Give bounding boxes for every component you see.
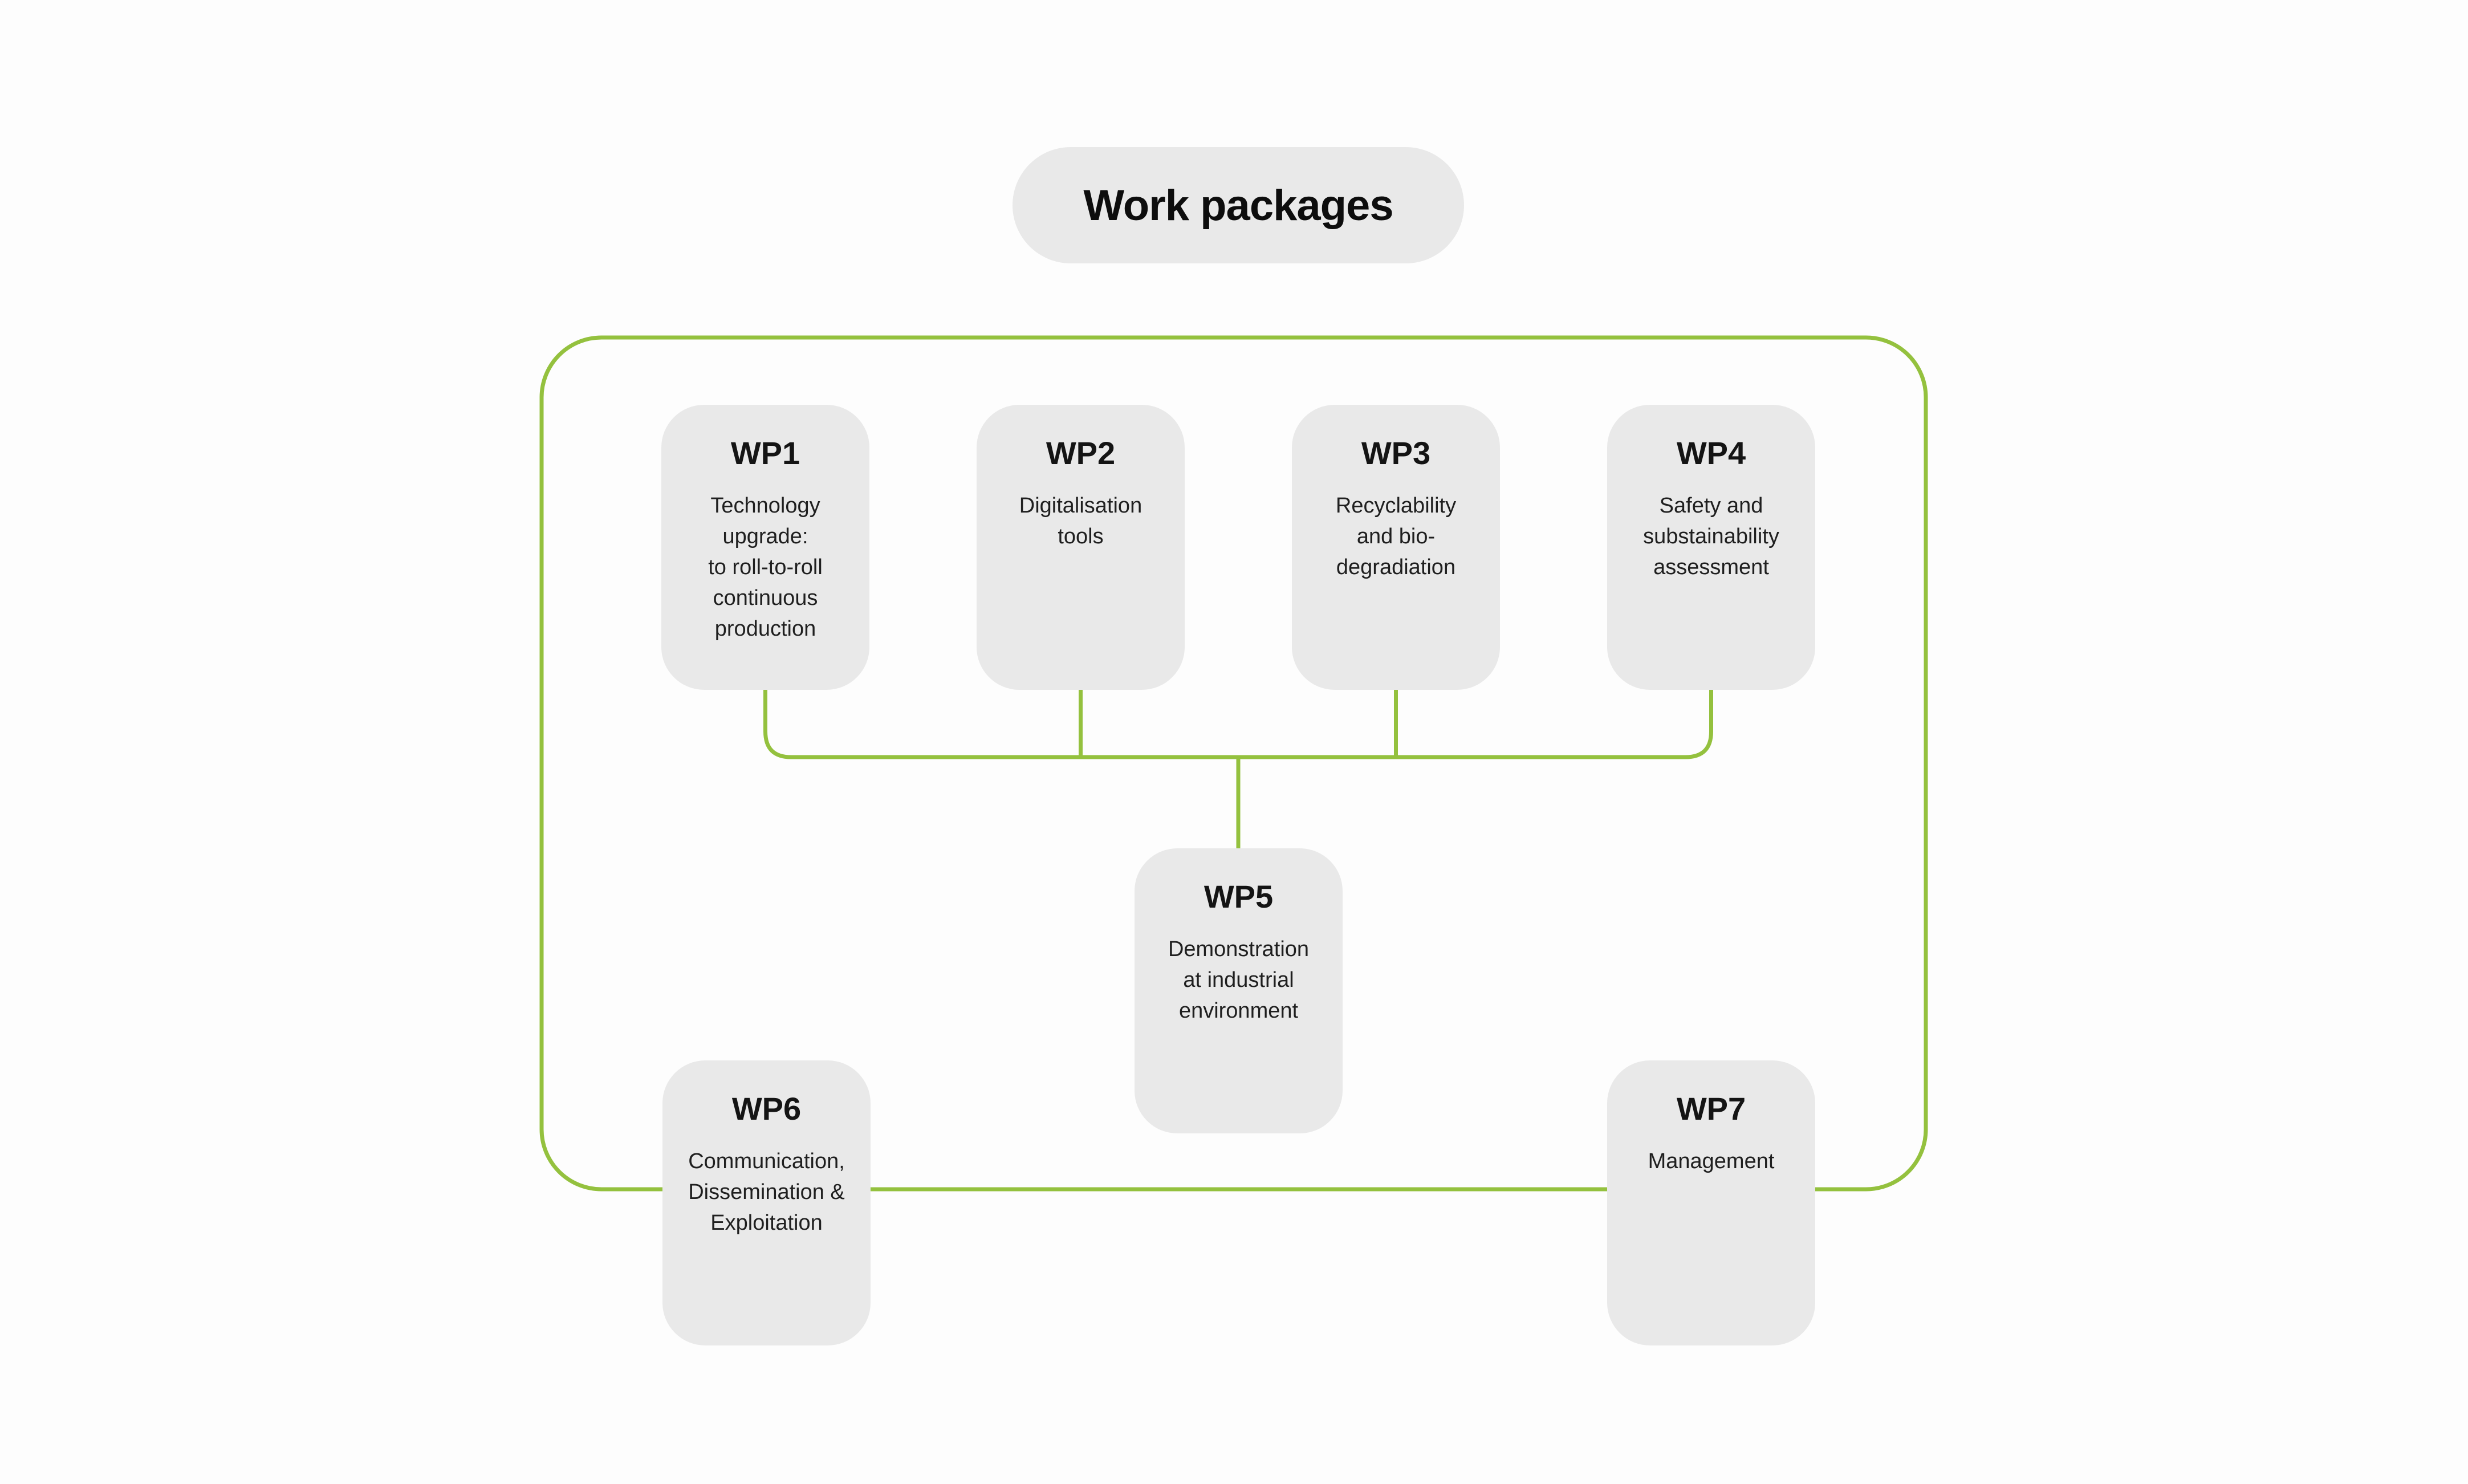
wp7-title: WP7: [1676, 1091, 1746, 1127]
wp-box-wp4: WP4 Safety and substainability assessmen…: [1607, 405, 1815, 690]
wp-box-wp6: WP6 Communication, Dissemination & Explo…: [662, 1060, 871, 1345]
wp1-description: Technology upgrade: to roll-to-roll cont…: [708, 494, 823, 641]
wp4-title: WP4: [1676, 435, 1746, 471]
wp6-description: Communication, Dissemination & Exploitat…: [688, 1149, 845, 1235]
wp3-title: WP3: [1361, 435, 1431, 471]
page-title: Work packages: [1083, 181, 1393, 230]
wp6-title: WP6: [731, 1091, 802, 1127]
wp2-description: Digitalisation tools: [1019, 494, 1142, 548]
top-row-bracket-line: [763, 687, 1713, 759]
wp7-description: Management: [1648, 1149, 1775, 1173]
title-pill: Work packages: [1013, 147, 1464, 263]
wp2-title: WP2: [1046, 435, 1116, 471]
wp4-description: Safety and substainability assessment: [1643, 494, 1779, 579]
wp3-description: Recyclability and bio- degradiation: [1335, 494, 1457, 579]
wp1-title: WP1: [730, 435, 800, 471]
wp-box-wp5: WP5 Demonstration at industrial environm…: [1135, 848, 1343, 1133]
container-border: [539, 335, 1928, 1192]
wp5-title: WP5: [1203, 879, 1274, 914]
wp-box-wp7: WP7 Management: [1607, 1060, 1815, 1345]
wp-box-wp3: WP3 Recyclability and bio- degradiation: [1292, 405, 1500, 690]
wp5-description: Demonstration at industrial environment: [1168, 937, 1310, 1023]
wp-box-wp1: WP1 Technology upgrade: to roll-to-roll …: [661, 405, 869, 690]
wp-box-wp2: WP2 Digitalisation tools: [977, 405, 1185, 690]
